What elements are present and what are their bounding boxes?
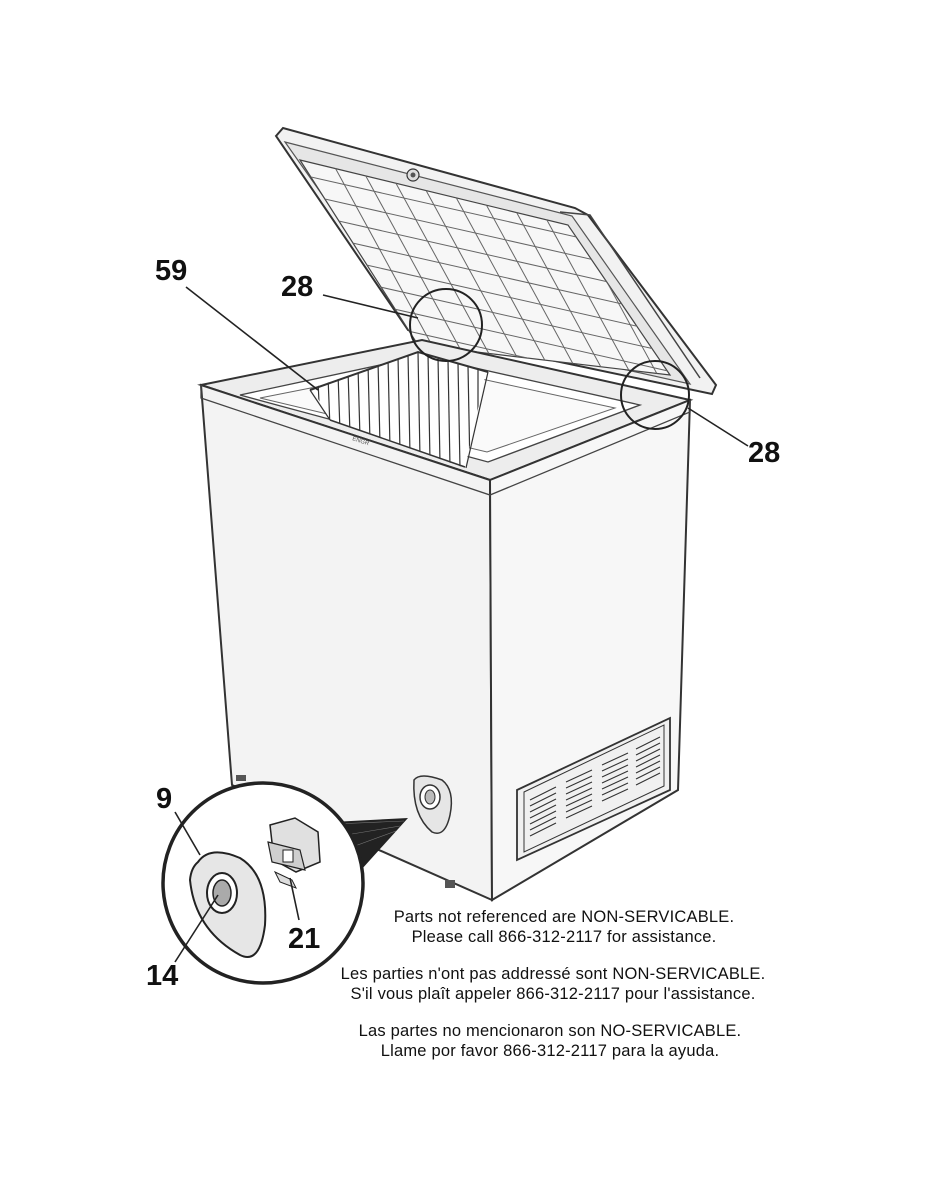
detail-circle-top (409, 288, 483, 362)
detail-inset-circle (161, 781, 365, 985)
note-english-line1: Parts not referenced are NON-SERVICABLE. (393, 908, 735, 926)
note-english-line2: Please call 866-312-2117 for assistance. (411, 928, 717, 946)
note-spanish: Las partes no mencionaron son NO-SERVICA… (330, 1021, 770, 1061)
note-english: Parts not referenced are NON-SERVICABLE.… (354, 907, 774, 947)
note-french: Les parties n'ont pas addressé sont NON-… (318, 964, 788, 1004)
note-spanish-line1: Las partes no mencionaron son NO-SERVICA… (358, 1022, 742, 1040)
note-spanish-line2: Llame por favor 866-312-2117 para la ayu… (380, 1042, 720, 1060)
callout-59: 59 (155, 255, 188, 287)
callout-28-top: 28 (281, 271, 314, 303)
detail-circle-right (620, 360, 690, 430)
callout-21: 21 (288, 923, 321, 955)
callout-28-right: 28 (748, 437, 781, 469)
note-french-line1: Les parties n'ont pas addressé sont NON-… (340, 965, 766, 983)
cabinet-body: ENGR (199, 383, 692, 902)
callout-14: 14 (146, 960, 179, 992)
wire-basket (309, 350, 489, 469)
condenser-grille (516, 716, 671, 862)
thermostat-housing-small (413, 775, 453, 834)
freezer-lid (274, 126, 718, 396)
note-french-line2: S'il vous plaît appeler 866-312-2117 pou… (350, 985, 756, 1003)
leader-lines (174, 286, 749, 963)
callout-9: 9 (156, 783, 173, 815)
svg-text:ENGR: ENGR (351, 436, 370, 447)
